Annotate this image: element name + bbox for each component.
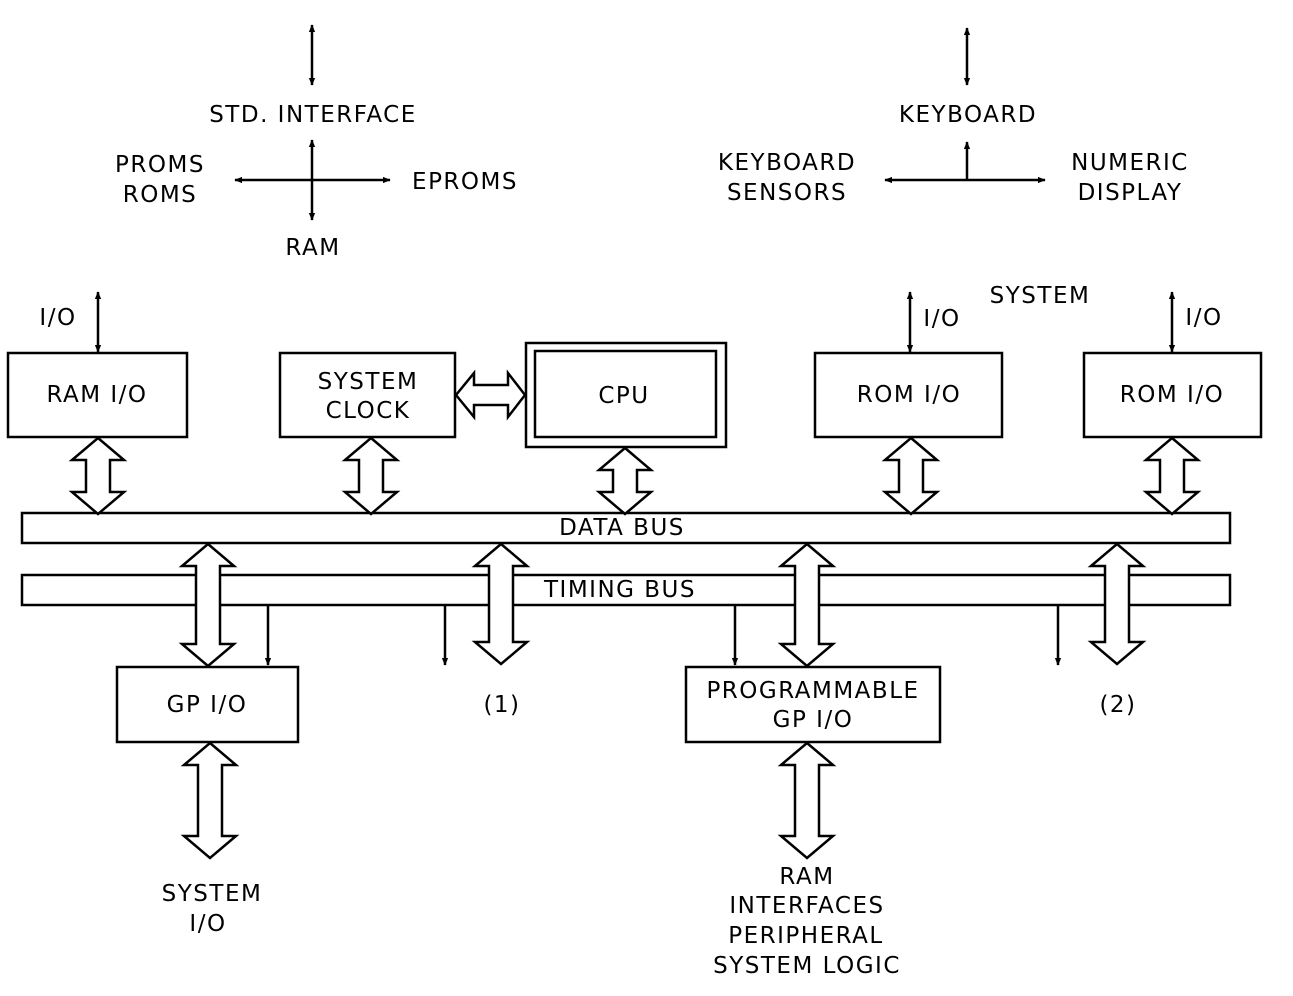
numeric-display-label-1: NUMERIC (1071, 150, 1189, 176)
rom-io-2-block-label: ROM I/O (1120, 382, 1224, 408)
eproms-label: EPROMS (412, 169, 518, 195)
numeric-display-label-2: DISPLAY (1078, 180, 1183, 206)
gp-io-block-label: GP I/O (167, 692, 248, 718)
data-bus (20, 511, 1232, 545)
ram-label: RAM (285, 235, 340, 261)
programmable-label-2: GP I/O (773, 707, 854, 733)
cpu-data-bus-connector (595, 446, 655, 516)
bus-connectors (68, 436, 1202, 860)
clock-cpu-link (454, 369, 527, 421)
expansion-2-data-bus-connector (1087, 542, 1147, 666)
cpu-block-inner (533, 349, 718, 439)
data-bus-label: DATA BUS (559, 515, 685, 541)
system-label: SYSTEM (990, 283, 1091, 309)
timing-bus (20, 573, 1232, 607)
system-clock-label-2: CLOCK (326, 398, 411, 424)
keyboard-sensors-label-2: SENSORS (727, 180, 847, 206)
cpu-block-label: CPU (598, 383, 649, 409)
system-io-label-1: SYSTEM (162, 881, 263, 907)
ram-interfaces-label-4: SYSTEM LOGIC (713, 953, 901, 979)
programmable-label-1: PROGRAMMABLE (706, 678, 919, 704)
ram-io-label: I/O (39, 305, 76, 331)
rom-io-2-label: I/O (1185, 305, 1222, 331)
timing-bus-label: TIMING BUS (543, 577, 696, 603)
keyboard-sensors-label-1: KEYBOARD (718, 150, 856, 176)
rom-io-1-label: I/O (923, 306, 960, 332)
rom-io-1-block-label: ROM I/O (857, 382, 961, 408)
std-interface-label: STD. INTERFACE (209, 102, 417, 128)
ram-io-data-bus-connector (68, 436, 128, 516)
system-clock-block (278, 351, 457, 439)
ram-interfaces-label-2: INTERFACES (729, 893, 884, 919)
system-clock-label-1: SYSTEM (318, 369, 419, 395)
programmable-gp-io-block (684, 665, 942, 744)
expansion-1-data-bus-connector (471, 542, 531, 666)
gp-io-system-io-connector (180, 741, 240, 860)
footnote-2: (2) (1099, 692, 1136, 718)
gp-io-block (115, 665, 300, 744)
proms-label: PROMS (115, 152, 205, 178)
rom-io-1-block (813, 351, 1004, 439)
system-clock-data-bus-connector (341, 436, 401, 516)
footnote-1: (1) (483, 692, 520, 718)
ram-io-block (6, 351, 189, 439)
ram-io-block-label: RAM I/O (46, 382, 147, 408)
ram-interfaces-label-3: PERIPHERAL (728, 923, 883, 949)
ram-interfaces-label-1: RAM (779, 864, 834, 890)
keyboard-label: KEYBOARD (899, 102, 1037, 128)
rom-io-2-data-bus-connector (1142, 436, 1202, 516)
programmable-peripheral-connector (777, 741, 837, 860)
roms-label: ROMS (123, 182, 198, 208)
system-io-label-2: I/O (189, 911, 226, 937)
rom-io-1-data-bus-connector (881, 436, 941, 516)
